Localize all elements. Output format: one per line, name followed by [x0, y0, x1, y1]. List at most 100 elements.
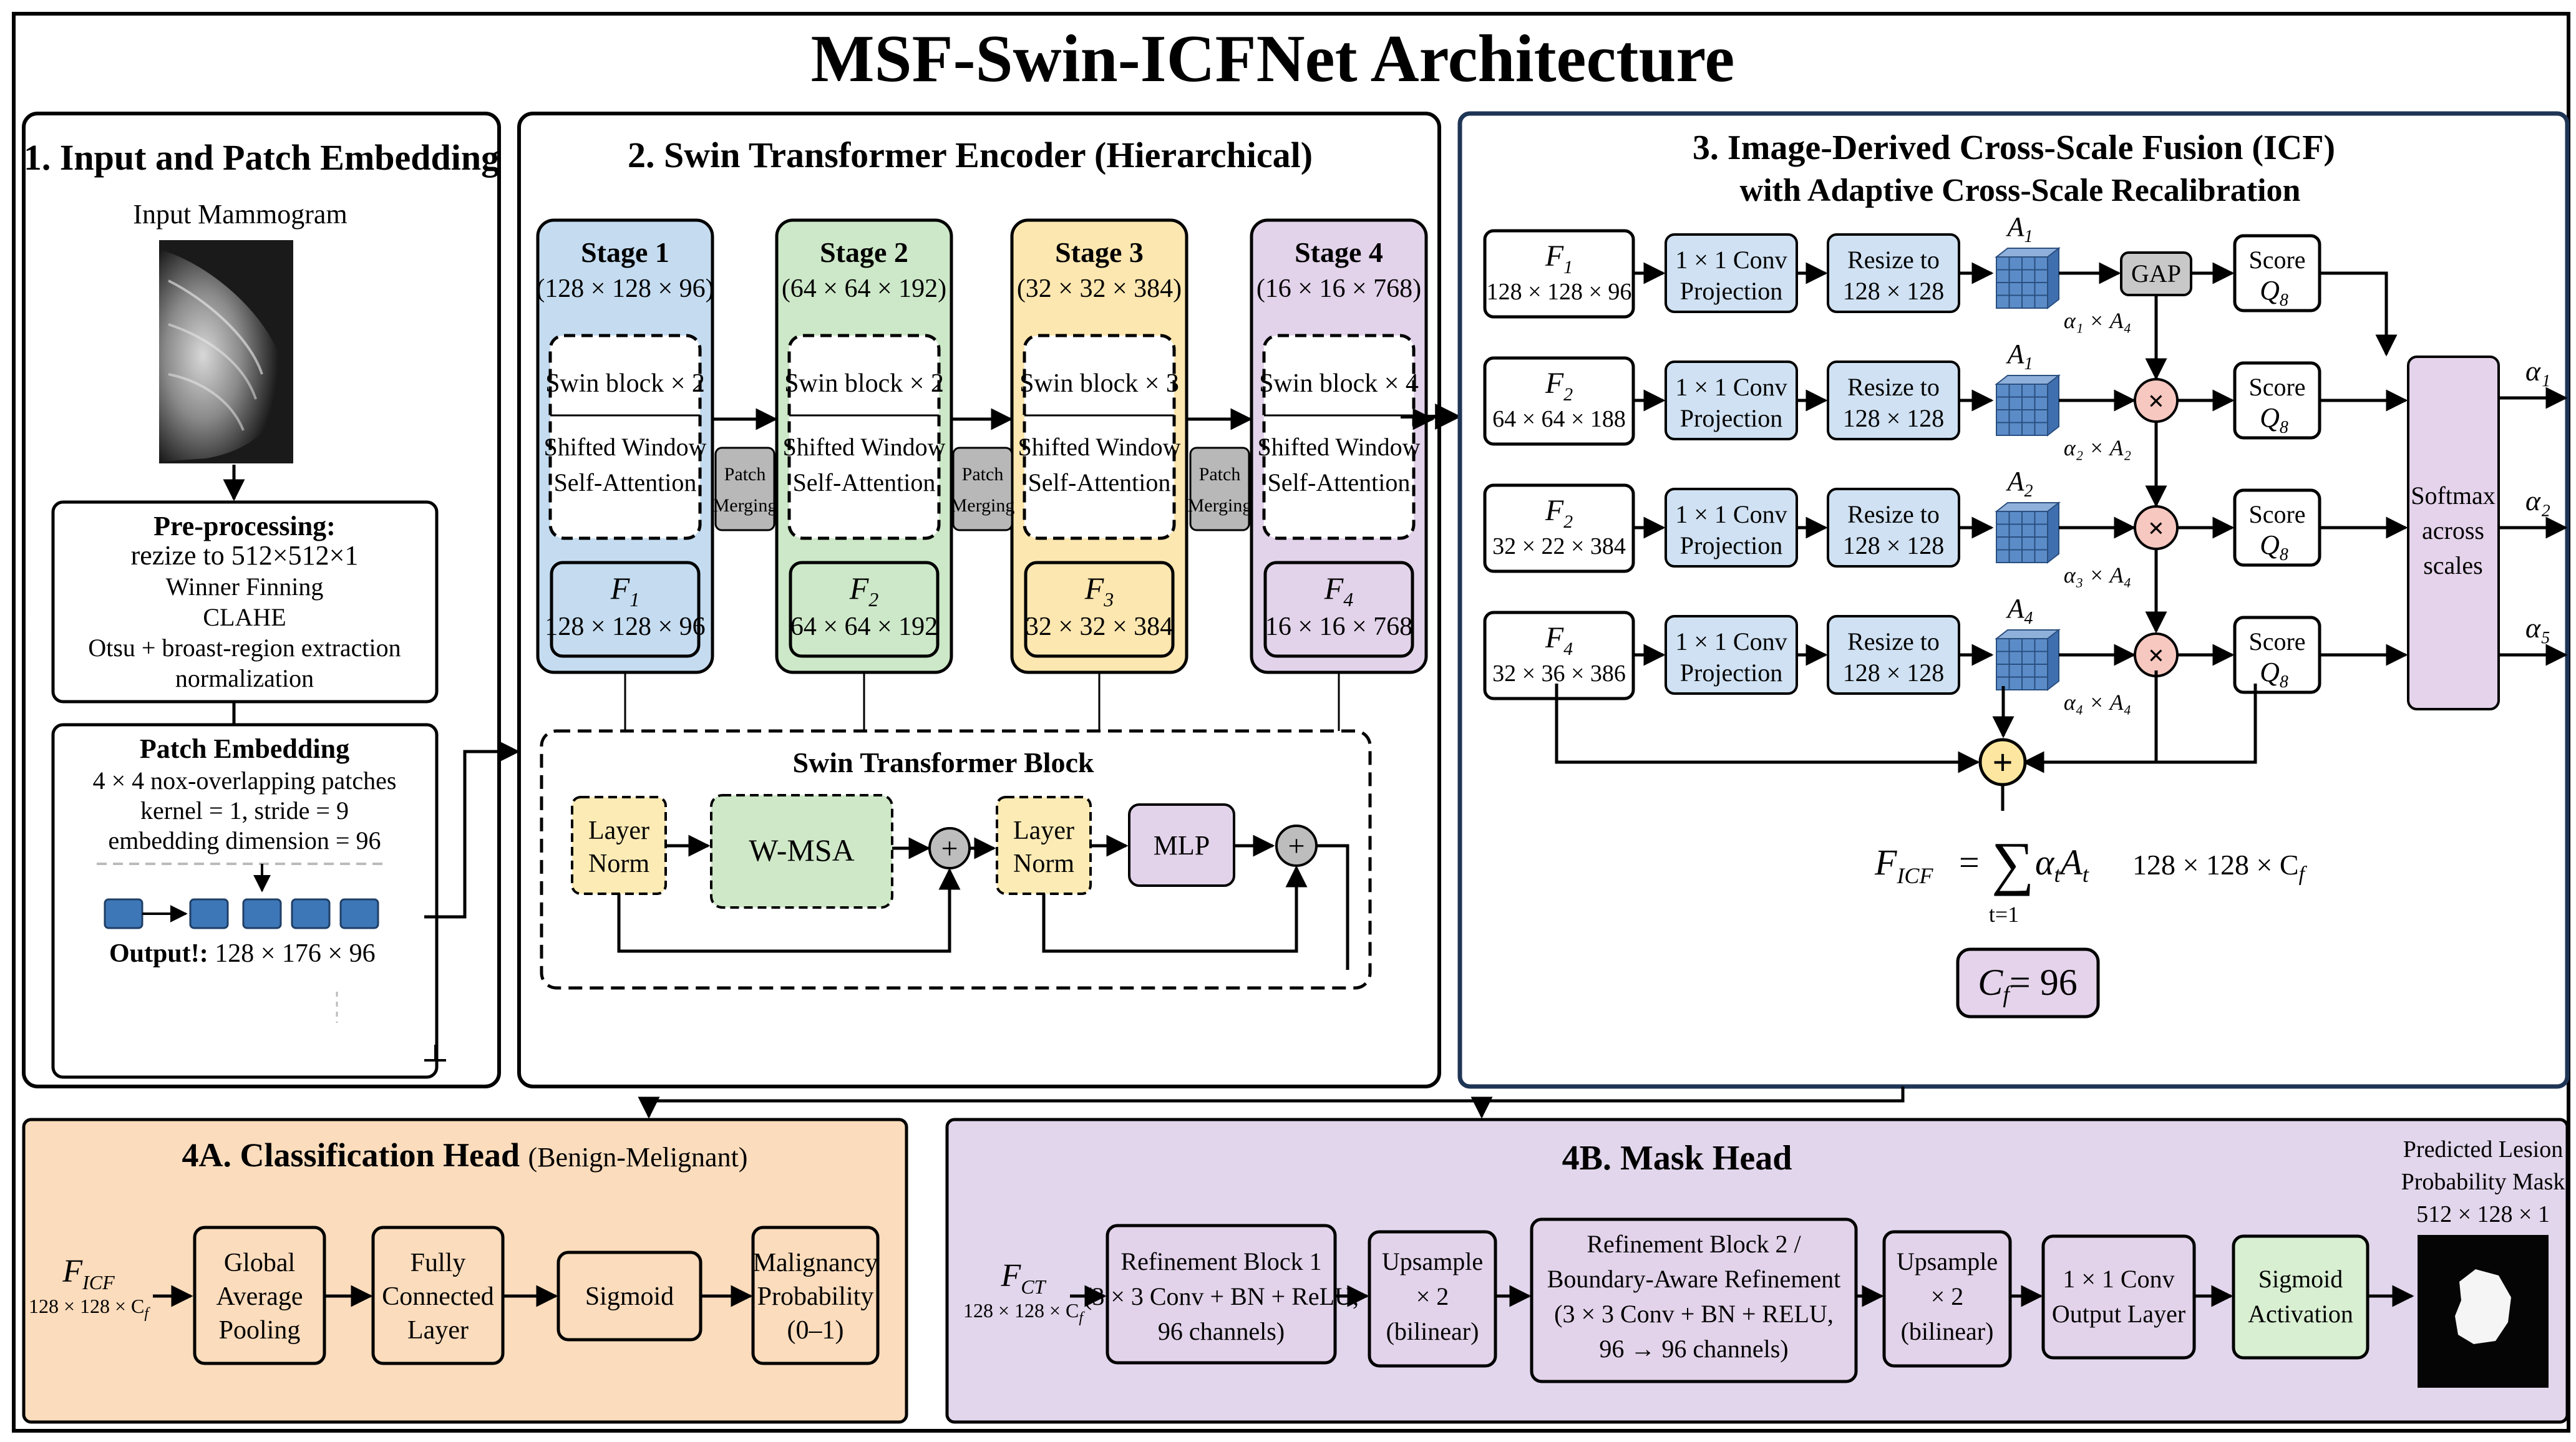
svg-text:× 2: × 2	[1931, 1282, 1964, 1310]
residual-add-1-sign: +	[941, 832, 958, 865]
mask-box-4: Upsample× 2(bilinear)	[1882, 1230, 2012, 1368]
svg-text:128 × 128: 128 × 128	[1843, 277, 1945, 305]
layer-norm-2-line1: Layer	[1013, 816, 1074, 845]
svg-text:scales: scales	[2423, 551, 2483, 579]
product-label: α₃ × A₄	[2064, 563, 2131, 588]
layer-norm-1-line2: Norm	[588, 849, 649, 878]
svg-text:Output Layer: Output Layer	[2052, 1300, 2185, 1328]
svg-text:Score: Score	[2248, 627, 2305, 656]
panel-swin-encoder: 2. Swin Transformer Encoder (Hierarchica…	[517, 112, 1462, 1088]
preprocessing-line: normalization	[175, 664, 314, 692]
encoder-stage-3: Stage 3(32 × 32 × 384)Swin block × 3Shif…	[1010, 218, 1188, 731]
svg-text:Softmax: Softmax	[2411, 481, 2496, 510]
attention-type: Shifted Window	[783, 433, 946, 461]
svg-text:αtAt: αtAt	[2035, 842, 2089, 887]
svg-text:Malignancy: Malignancy	[753, 1249, 878, 1277]
cube-label: A4	[2006, 593, 2033, 628]
swin-block-count: Swin block × 4	[1259, 369, 1419, 398]
panel4b-title: 4B. Mask Head	[1562, 1139, 1792, 1178]
cls-box-3: Sigmoid	[557, 1251, 702, 1342]
svg-text:×: ×	[2148, 512, 2164, 544]
cube-label: A2	[2006, 466, 2033, 501]
svg-text:×: ×	[2148, 639, 2164, 671]
preprocessing-line: CLAHE	[203, 603, 286, 631]
gap-label: GAP	[2131, 259, 2181, 288]
product-label: α₄ × A₄	[2064, 690, 2131, 715]
svg-text:1 × 1 Conv: 1 × 1 Conv	[1675, 246, 1787, 274]
icf-feature: F2	[1545, 367, 1573, 405]
svg-text:Score: Score	[2248, 246, 2305, 274]
layer-norm-1	[571, 796, 667, 895]
svg-text:Predicted Lesion: Predicted Lesion	[2403, 1136, 2563, 1163]
svg-text:× 2: × 2	[1416, 1282, 1449, 1310]
diagram-title: MSF-Swin-ICFNet Architecture	[811, 22, 1735, 96]
svg-text:Q8: Q8	[2260, 275, 2288, 310]
feature-cube	[1995, 628, 2061, 692]
svg-text:(bilinear): (bilinear)	[1386, 1317, 1479, 1345]
icf-feature-dims: 32 × 36 × 386	[1492, 661, 1626, 687]
stage-feature-dims: 32 × 32 × 384	[1026, 612, 1173, 641]
svg-text:Score: Score	[2248, 373, 2305, 401]
svg-text:128 × 128: 128 × 128	[1843, 659, 1945, 687]
stage-name: Stage 2	[820, 236, 908, 268]
svg-text:FICF: FICF	[1874, 842, 1933, 888]
panel-input-embedding: 1. Input and Patch Embedding Input Mammo…	[22, 112, 520, 1088]
stage-feature-dims: 128 × 128 × 96	[545, 612, 705, 641]
svg-text:Layer: Layer	[407, 1316, 469, 1345]
svg-text:Merging: Merging	[713, 495, 777, 516]
mask-box-1: Refinement Block 1(3 × 3 Conv + BN + ReL…	[1084, 1224, 1359, 1365]
svg-text:Q8: Q8	[2260, 402, 2288, 437]
product-label: α₂ × A₂	[2064, 435, 2131, 460]
attention-type: Self-Attention	[1268, 468, 1411, 496]
panel2-title: 2. Swin Transformer Encoder (Hierarchica…	[628, 135, 1313, 175]
svg-text:Patch: Patch	[1199, 464, 1241, 485]
preprocessing-title: Pre-processing:	[153, 511, 336, 541]
icf-feature: F4	[1545, 621, 1573, 659]
svg-text:=: =	[1959, 842, 1980, 883]
svg-text:Probability: Probability	[757, 1282, 874, 1311]
svg-text:1 × 1 Conv: 1 × 1 Conv	[2063, 1265, 2174, 1293]
svg-text:α₅: α₅	[2525, 612, 2550, 644]
icf-feature: F2	[1545, 494, 1573, 532]
icf-formula: FICF = ∑ t=1 αtAt 128 × 128 × Cf	[1874, 830, 2308, 927]
stage-dims: (16 × 16 × 768)	[1256, 274, 1421, 303]
mask-input: FCT	[1001, 1258, 1047, 1298]
svg-text:1 × 1 Conv: 1 × 1 Conv	[1675, 373, 1787, 401]
mammogram-image	[159, 240, 293, 463]
cf-box	[1956, 947, 2100, 1019]
attention-type: Shifted Window	[544, 433, 707, 461]
svg-text:Global: Global	[224, 1249, 295, 1277]
stage-dims: (64 × 64 × 192)	[782, 274, 946, 303]
cube-label: A1	[2006, 211, 2033, 246]
attention-type: Shifted Window	[1258, 433, 1421, 461]
predicted-mask-image	[2418, 1235, 2549, 1388]
patch-embedding-line: embedding dimension = 96	[109, 826, 381, 854]
svg-text:Probability Mask: Probability Mask	[2401, 1169, 2565, 1195]
svg-text:Q8: Q8	[2260, 657, 2288, 692]
svg-text:α₁: α₁	[2525, 355, 2550, 387]
attention-type: Self-Attention	[793, 468, 936, 496]
residual-add-2-sign: +	[1288, 830, 1305, 863]
svg-text:Projection: Projection	[1680, 659, 1782, 687]
svg-text:96 channels): 96 channels)	[1158, 1317, 1285, 1345]
feature-cube	[1995, 374, 2061, 437]
svg-text:Projection: Projection	[1680, 277, 1782, 305]
cls-input: FICF	[62, 1254, 115, 1294]
svg-text:t=1: t=1	[1989, 902, 2019, 927]
svg-text:(3 × 3 Conv + BN + ReLU,: (3 × 3 Conv + BN + ReLU,	[1084, 1282, 1359, 1310]
preprocessing-line: rezize to 512×512×1	[131, 540, 359, 571]
stage-dims: (128 × 128 × 96)	[536, 274, 714, 303]
svg-text:Resize to: Resize to	[1847, 246, 1940, 274]
feature-cube	[1995, 246, 2061, 310]
svg-text:Q8: Q8	[2260, 530, 2288, 564]
svg-text:Upsample: Upsample	[1897, 1247, 1998, 1275]
svg-text:Pooling: Pooling	[219, 1316, 301, 1345]
panel3-title-line2: with Adaptive Cross-Scale Recalibration	[1740, 173, 2301, 208]
attention-type: Shifted Window	[1018, 433, 1181, 461]
